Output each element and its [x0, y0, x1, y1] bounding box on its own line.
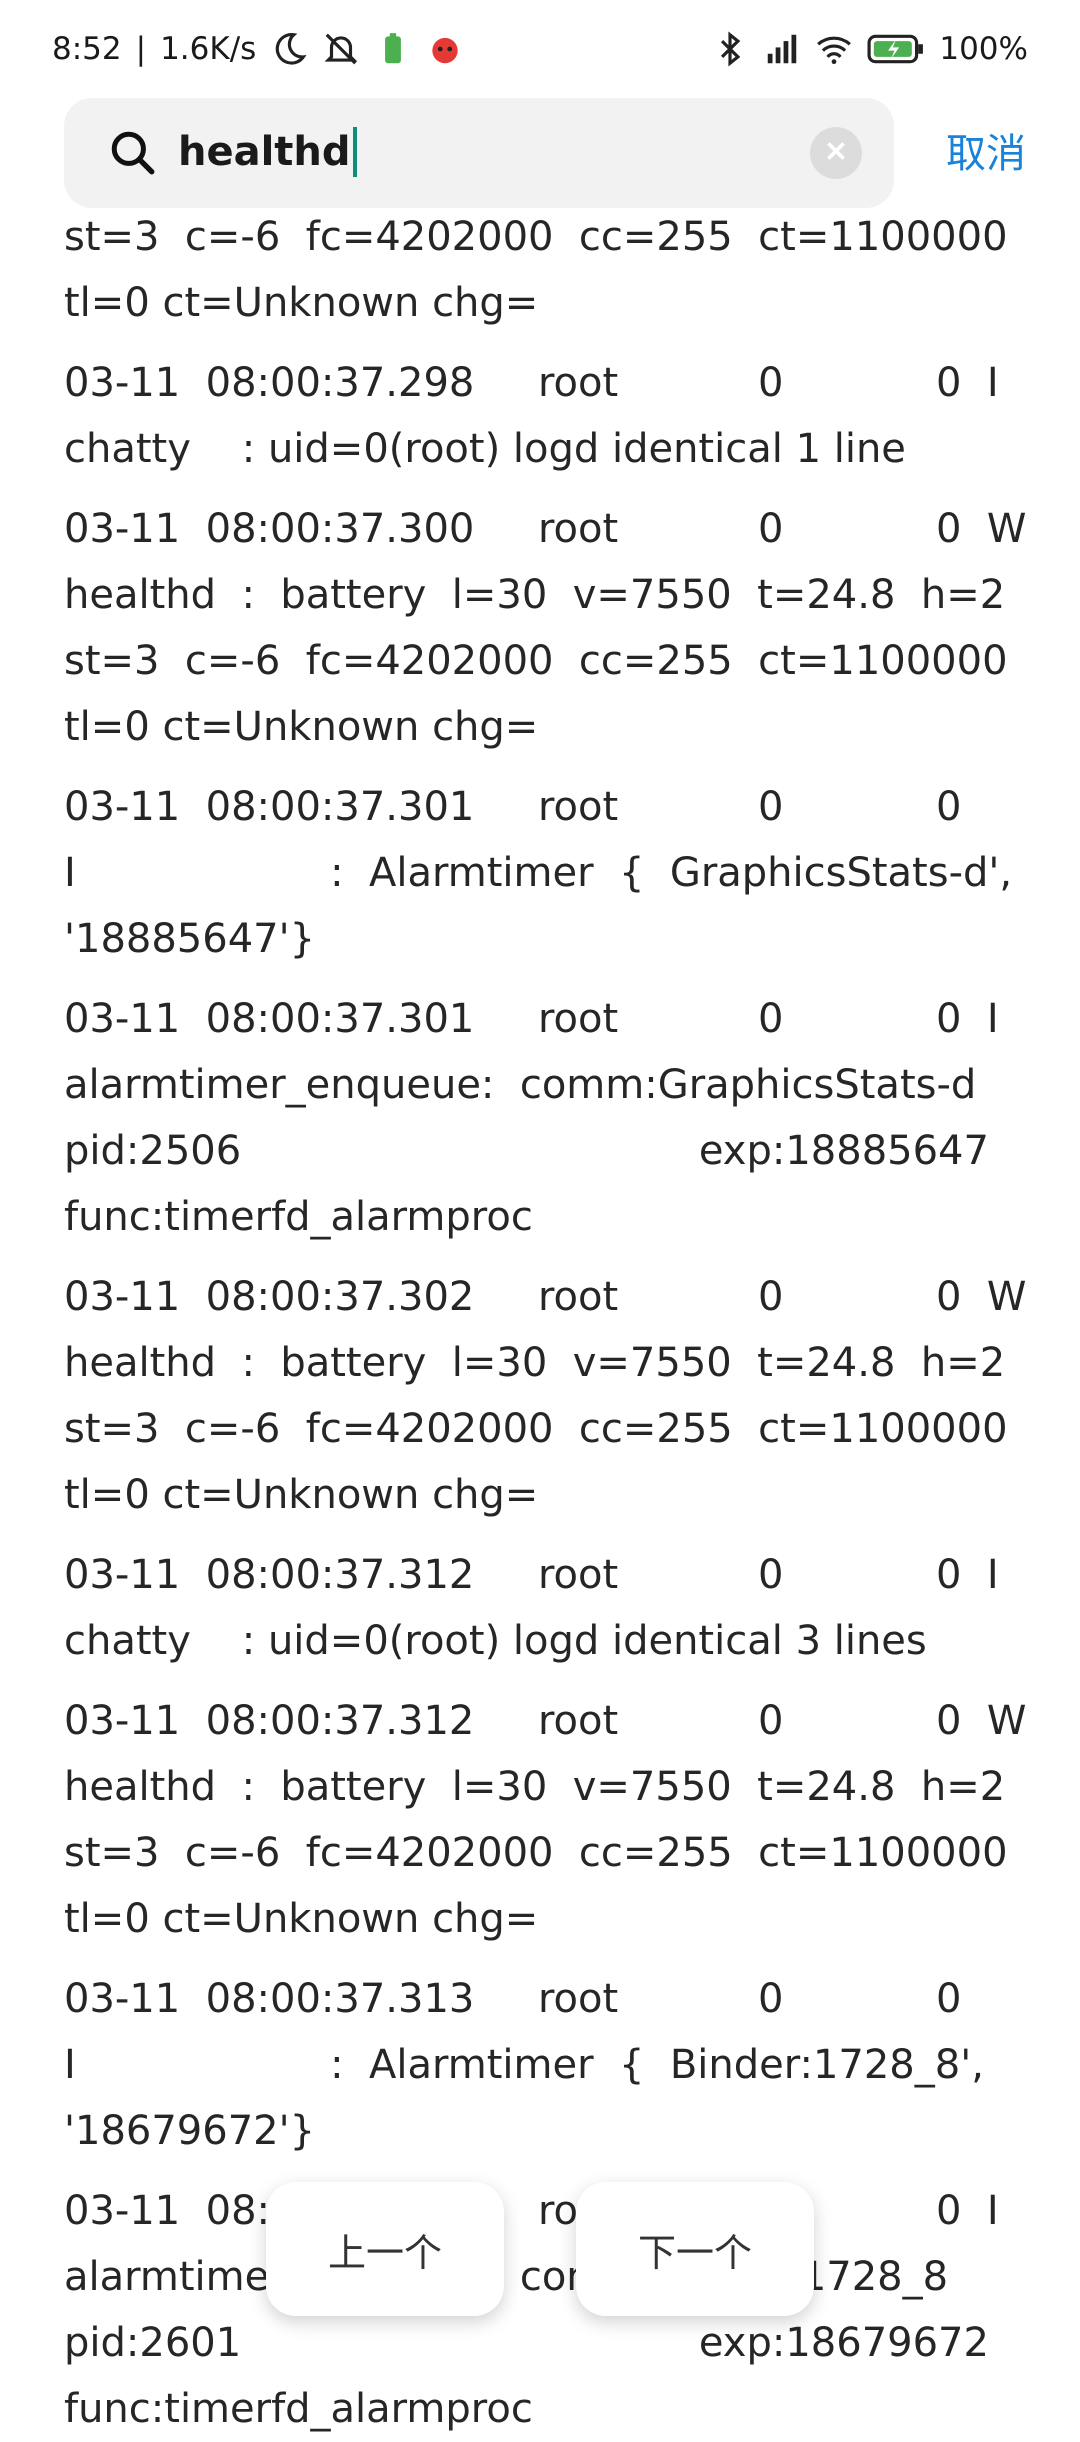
log-line: 03-11 08:00:37.298 root 0 0 I — [64, 360, 999, 406]
close-icon — [823, 138, 849, 168]
log-line: tl=0 ct=Unknown chg= — [64, 280, 539, 326]
log-line: '18679672'} — [64, 2108, 316, 2154]
status-divider: | — [135, 31, 147, 67]
next-match-button[interactable]: 下一个 — [576, 2182, 814, 2316]
log-line: 03-11 08:00:37.301 root 0 0 I — [64, 996, 999, 1042]
charging-battery-icon — [867, 30, 925, 68]
log-line: healthd : battery l=30 v=7550 t=24.8 h=2 — [64, 572, 1006, 618]
log-line: 03-11 08:00:37.302 root 0 0 W — [64, 1274, 1027, 1320]
status-bar: 8:52 | 1.6K/s 100% — [0, 0, 1080, 98]
log-line: tl=0 ct=Unknown chg= — [64, 704, 539, 750]
search-query: healthd — [178, 129, 351, 175]
log-line: I : Alarmtimer { Binder:1728_8', — [64, 2042, 984, 2088]
status-right: 100% — [711, 30, 1028, 68]
search-box[interactable]: healthd — [64, 98, 894, 208]
previous-match-button[interactable]: 上一个 — [266, 2182, 504, 2316]
log-line: healthd : battery l=30 v=7550 t=24.8 h=2 — [64, 1764, 1006, 1810]
search-row: healthd 取消 — [0, 98, 1080, 210]
search-icon — [108, 128, 158, 178]
log-line: pid:2506 exp:18885647 — [64, 1128, 989, 1174]
text-caret — [352, 127, 357, 177]
log-line: chatty : uid=0(root) logd identical 3 li… — [64, 1618, 927, 1664]
network-speed: 1.6K/s — [160, 31, 257, 67]
log-line: tl=0 ct=Unknown chg= — [64, 1896, 539, 1942]
log-line: st=3 c=-6 fc=4202000 cc=255 ct=1100000 — [64, 638, 1008, 684]
log-line: tl=0 ct=Unknown chg= — [64, 1472, 539, 1518]
hd-signal-icon — [763, 30, 801, 68]
battery-app-icon — [374, 30, 412, 68]
log-line: st=3 c=-6 fc=4202000 cc=255 ct=1100000 — [64, 1406, 1008, 1452]
log-line: 03-11 08:00:37.313 root 0 0 I — [64, 2188, 999, 2234]
log-line: 03-11 08:00:37.300 root 0 0 W — [64, 506, 1027, 552]
moon-icon — [270, 30, 308, 68]
bluetooth-icon — [711, 30, 749, 68]
muted-bell-icon — [322, 30, 360, 68]
log-line: '18885647'} — [64, 916, 316, 962]
log-line: healthd : battery l=30 v=7550 t=24.8 h=2 — [64, 1340, 1006, 1386]
app-icon — [426, 30, 464, 68]
clear-button[interactable] — [810, 127, 862, 179]
log-line: pid:2601 exp:18679672 — [64, 2320, 989, 2366]
log-line: func:timerfd_alarmproc — [64, 1194, 533, 1240]
cancel-button[interactable]: 取消 — [946, 131, 1026, 177]
status-time: 8:52 — [52, 31, 122, 67]
log-list: st=3 c=-6 fc=4202000 cc=255 ct=1100000 tl… — [64, 204, 1027, 2442]
log-line: alarmtimer_enqueue: comm:Binder:1728_8 — [64, 2254, 949, 2300]
wifi-icon — [815, 30, 853, 68]
status-left: 8:52 | 1.6K/s — [52, 30, 464, 68]
log-line: 03-11 08:00:37.301 root 0 0 — [64, 784, 962, 830]
log-line: st=3 c=-6 fc=4202000 cc=255 ct=1100000 — [64, 214, 1008, 260]
log-line: 03-11 08:00:37.313 root 0 0 — [64, 1976, 962, 2022]
log-line: I : Alarmtimer { GraphicsStats-d', — [64, 850, 1013, 896]
log-line: st=3 c=-6 fc=4202000 cc=255 ct=1100000 — [64, 1830, 1008, 1876]
search-input[interactable]: healthd — [178, 120, 357, 184]
log-line: 03-11 08:00:37.312 root 0 0 W — [64, 1698, 1027, 1744]
log-line: alarmtimer_enqueue: comm:GraphicsStats-d — [64, 1062, 977, 1108]
log-area[interactable]: st=3 c=-6 fc=4202000 cc=255 ct=1100000 tl… — [64, 210, 1026, 2432]
battery-percent: 100% — [939, 31, 1028, 67]
log-line: func:timerfd_alarmproc — [64, 2386, 533, 2432]
log-line: 03-11 08:00:37.312 root 0 0 I — [64, 1552, 999, 1598]
log-line: chatty : uid=0(root) logd identical 1 li… — [64, 426, 906, 472]
